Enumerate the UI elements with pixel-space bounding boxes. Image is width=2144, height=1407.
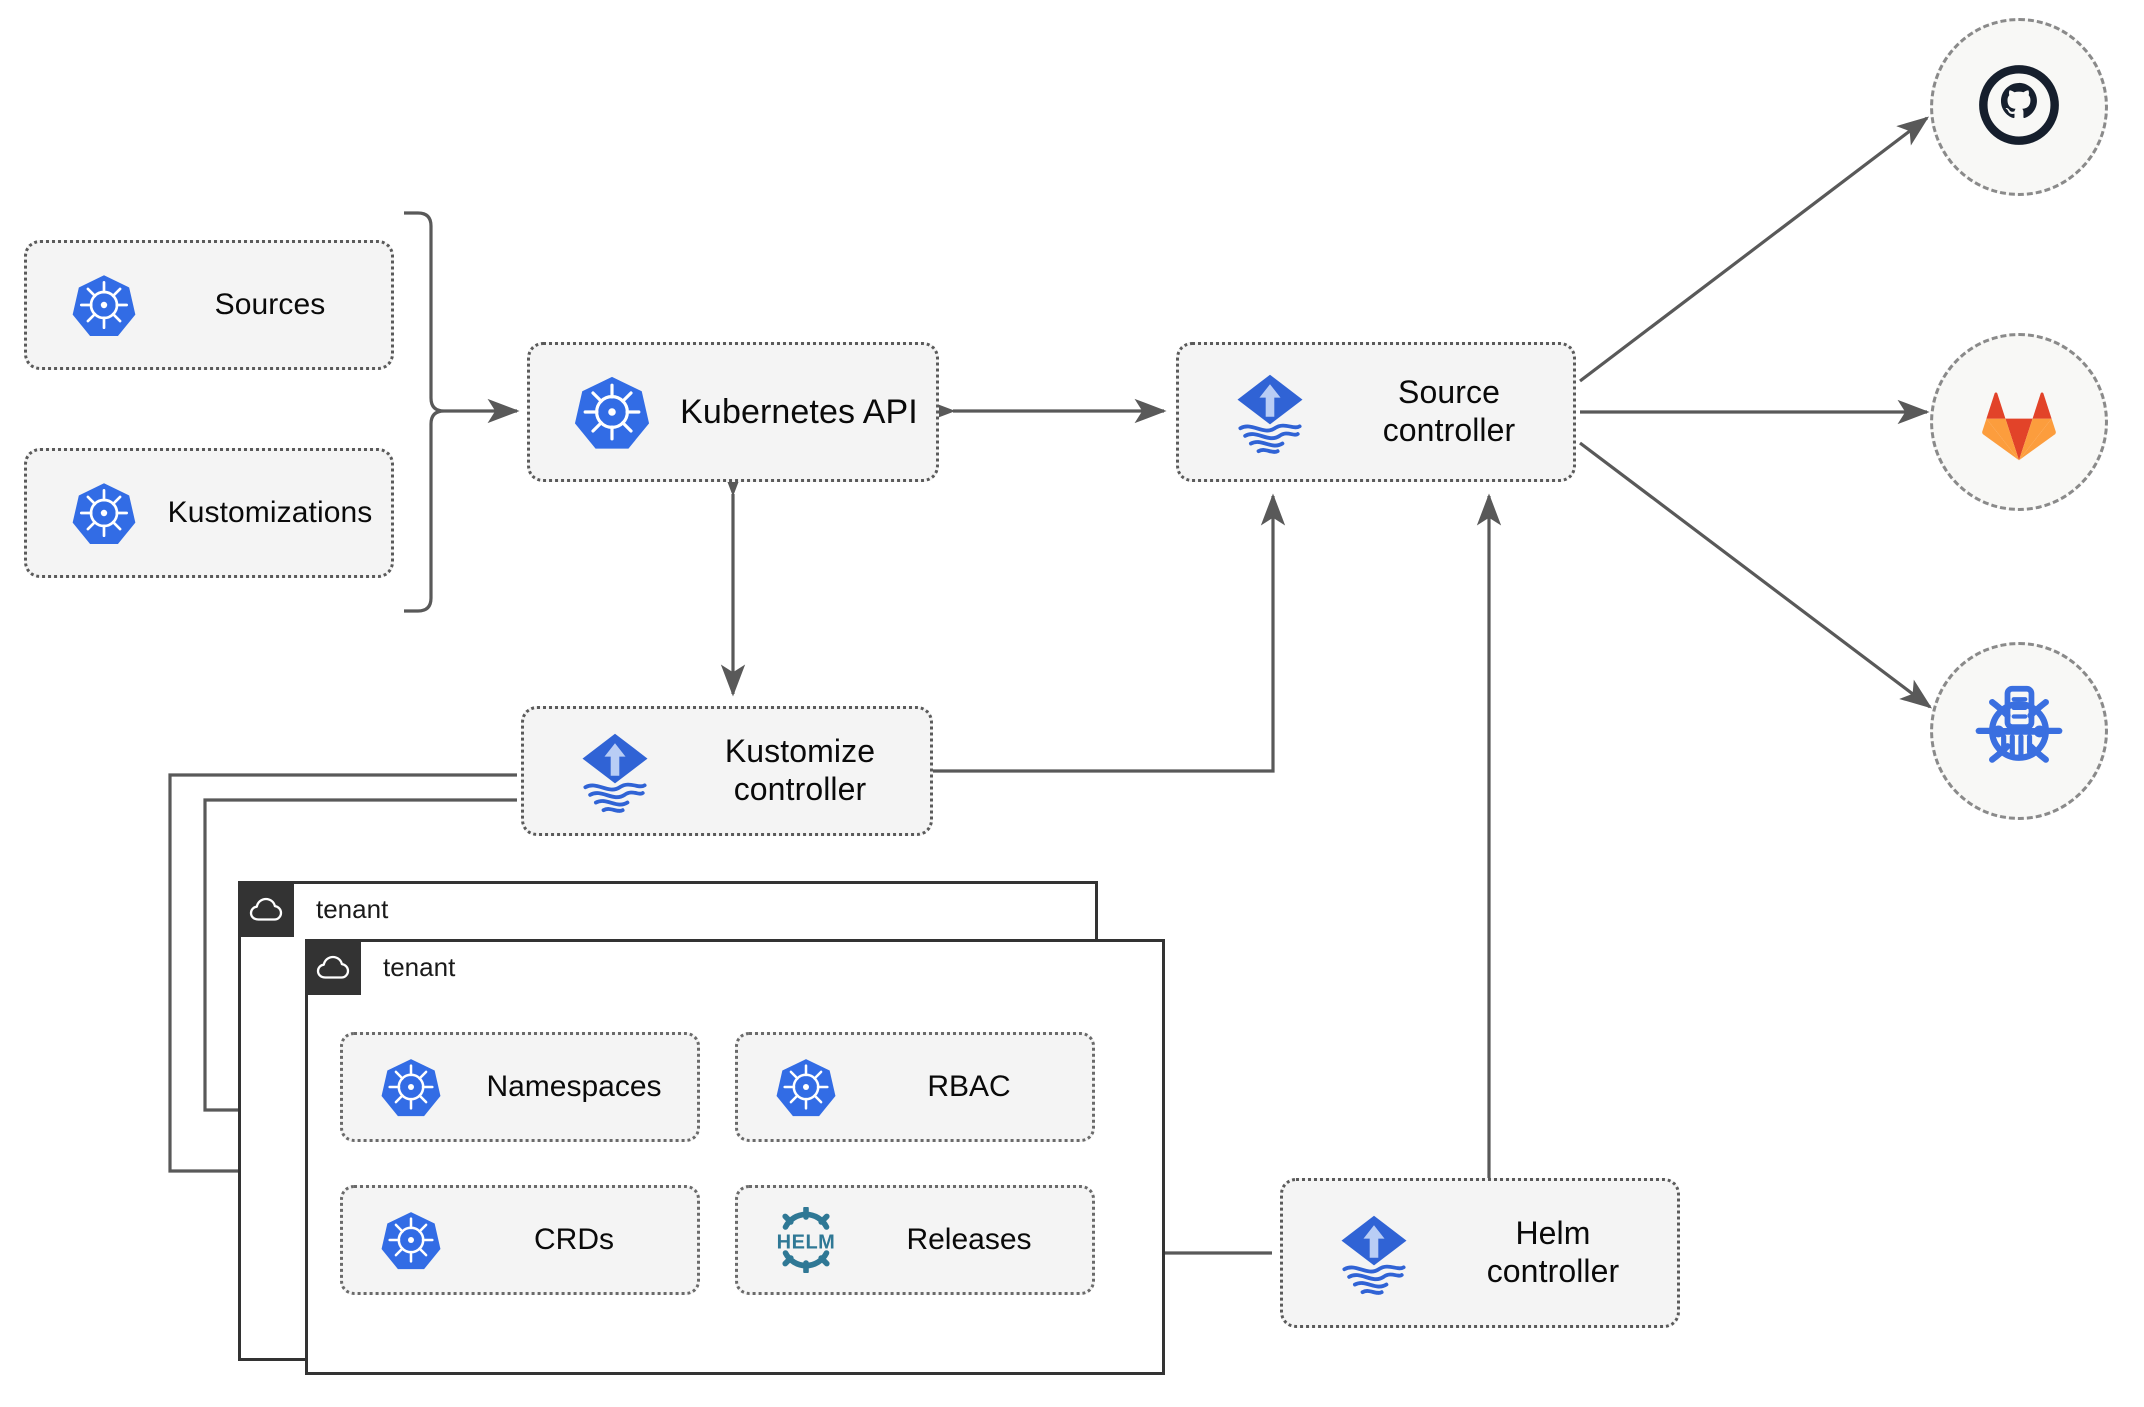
node-kubernetes-api[interactable]: Kubernetes API xyxy=(527,342,939,482)
node-label-line1: Helm xyxy=(1515,1215,1591,1252)
flux-icon xyxy=(1283,1210,1439,1296)
resource-card-label: Releases xyxy=(906,1223,1032,1256)
resource-card-namespaces[interactable]: Namespaces xyxy=(340,1032,700,1142)
external-source-gitlab[interactable] xyxy=(1930,333,2108,511)
node-label: Sources xyxy=(214,288,326,322)
external-source-github[interactable] xyxy=(1930,18,2108,196)
svg-text:HELM: HELM xyxy=(777,1232,836,1254)
node-label: Kustomizations xyxy=(167,496,373,530)
kubernetes-icon xyxy=(738,1056,856,1118)
node-source-controller[interactable]: Source controller xyxy=(1176,342,1576,482)
tenant-header: tenant xyxy=(305,939,455,995)
node-label-line2: controller xyxy=(1382,412,1516,448)
node-label: Source controller xyxy=(1335,374,1573,450)
helm-repository-icon xyxy=(1971,683,2067,780)
resource-card-label: RBAC xyxy=(927,1070,1011,1103)
external-source-helm-repository[interactable] xyxy=(1930,642,2108,820)
kubernetes-icon xyxy=(343,1209,461,1271)
resource-card-rbac[interactable]: RBAC xyxy=(735,1032,1095,1142)
node-helm-controller[interactable]: Helm controller xyxy=(1280,1178,1680,1328)
gitlab-icon xyxy=(1973,376,2065,469)
tenant-label: tenant xyxy=(316,893,389,924)
node-sources[interactable]: Sources xyxy=(24,240,394,370)
node-label-line2: controller xyxy=(733,771,867,807)
resource-card-releases[interactable]: HELM Releases xyxy=(735,1185,1095,1295)
flux-icon xyxy=(524,728,680,814)
flux-icon xyxy=(1179,369,1335,455)
wire-sourcectl-helmrepo xyxy=(1579,441,1933,709)
kubernetes-icon xyxy=(27,272,159,338)
helm-icon: HELM xyxy=(738,1207,856,1273)
node-label: Kubernetes API xyxy=(680,392,918,431)
cloud-icon xyxy=(305,939,361,995)
wire-sourcectl-github xyxy=(1579,116,1930,383)
resource-card-label: Namespaces xyxy=(486,1070,662,1103)
github-icon xyxy=(1973,59,2065,156)
tenant-header: tenant xyxy=(238,881,388,937)
kubernetes-icon xyxy=(343,1056,461,1118)
resource-card-crds[interactable]: CRDs xyxy=(340,1185,700,1295)
node-kustomizations[interactable]: Kustomizations xyxy=(24,448,394,578)
node-label: Kustomize controller xyxy=(680,733,930,809)
resource-card-label: CRDs xyxy=(534,1223,614,1256)
group-bracket xyxy=(404,211,445,613)
tenant-container-front[interactable]: tenant xyxy=(305,939,1165,1375)
node-kustomize-controller[interactable]: Kustomize controller xyxy=(521,706,933,836)
node-label-line1: Source xyxy=(1398,374,1500,411)
node-label-line1: Kustomize xyxy=(724,733,876,770)
cloud-icon xyxy=(238,881,294,937)
kubernetes-icon xyxy=(27,480,159,546)
node-label-line2: controller xyxy=(1486,1253,1620,1289)
kubernetes-icon xyxy=(530,373,672,451)
node-label: Helm controller xyxy=(1439,1215,1677,1291)
tenant-label: tenant xyxy=(383,951,456,982)
wire-kustomizectl-sourcectl xyxy=(933,493,1286,773)
